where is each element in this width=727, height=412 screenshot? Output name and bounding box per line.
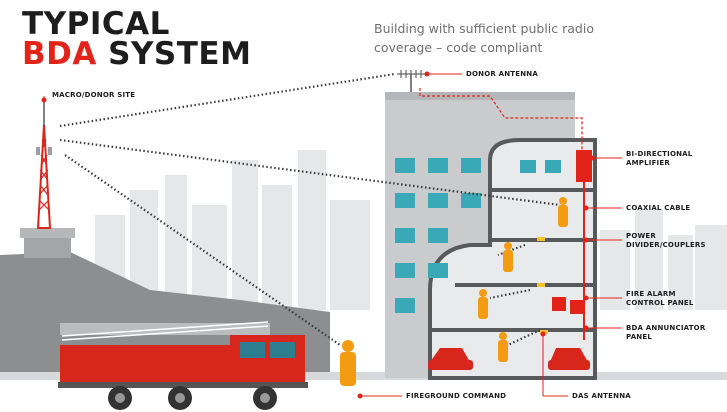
subtitle-line-1: Building with sufficient public radio xyxy=(374,21,594,36)
firefighters xyxy=(340,197,568,386)
label-coaxial-cable: COAXIAL CABLE xyxy=(626,204,691,212)
label-leaders xyxy=(41,71,622,399)
donor-antenna xyxy=(397,70,425,92)
label-facp-line-2: CONTROL PANEL xyxy=(626,299,694,307)
label-das-antenna: DAS ANTENNA xyxy=(572,392,631,400)
label-donor-antenna: DONOR ANTENNA xyxy=(466,70,538,78)
label-facp: FIRE ALARM CONTROL PANEL xyxy=(626,290,694,308)
label-macro-site: MACRO/DONOR SITE xyxy=(52,91,136,99)
label-power-divider: POWER DIVIDER/COUPLERS xyxy=(626,232,706,250)
label-annunciator-line-2: PANEL xyxy=(626,333,653,341)
label-bda-line-2: AMPLIFIER xyxy=(626,159,670,167)
title-line-2: BDA SYSTEM xyxy=(22,36,252,72)
label-facp-line-1: FIRE ALARM xyxy=(626,290,676,298)
title-line-1: TYPICAL xyxy=(22,6,170,42)
subtitle: Building with sufficient public radio co… xyxy=(374,19,614,57)
fire-truck xyxy=(58,321,308,410)
macro-tower xyxy=(20,100,75,258)
radio-signal-paths xyxy=(59,72,561,346)
title-accent: BDA xyxy=(22,36,97,72)
building xyxy=(385,92,597,380)
donor-feed-cable xyxy=(419,88,583,150)
label-power-line-1: POWER xyxy=(626,232,656,240)
street xyxy=(0,372,727,380)
label-fireground-command: FIREGROUND COMMAND xyxy=(406,392,507,400)
label-annunciator: BDA ANNUNCIATOR PANEL xyxy=(626,324,705,342)
label-bda: BI-DIRECTIONAL AMPLIFIER xyxy=(626,150,692,168)
label-annunciator-line-1: BDA ANNUNCIATOR xyxy=(626,324,706,332)
label-bda-line-1: BI-DIRECTIONAL xyxy=(626,150,693,158)
subtitle-line-2: coverage – code compliant xyxy=(374,40,543,55)
title-rest: SYSTEM xyxy=(96,36,252,72)
annunciator-box xyxy=(570,300,584,314)
bda-box xyxy=(576,150,592,182)
label-power-line-2: DIVIDER/COUPLERS xyxy=(626,241,706,249)
facp-box xyxy=(552,297,566,311)
